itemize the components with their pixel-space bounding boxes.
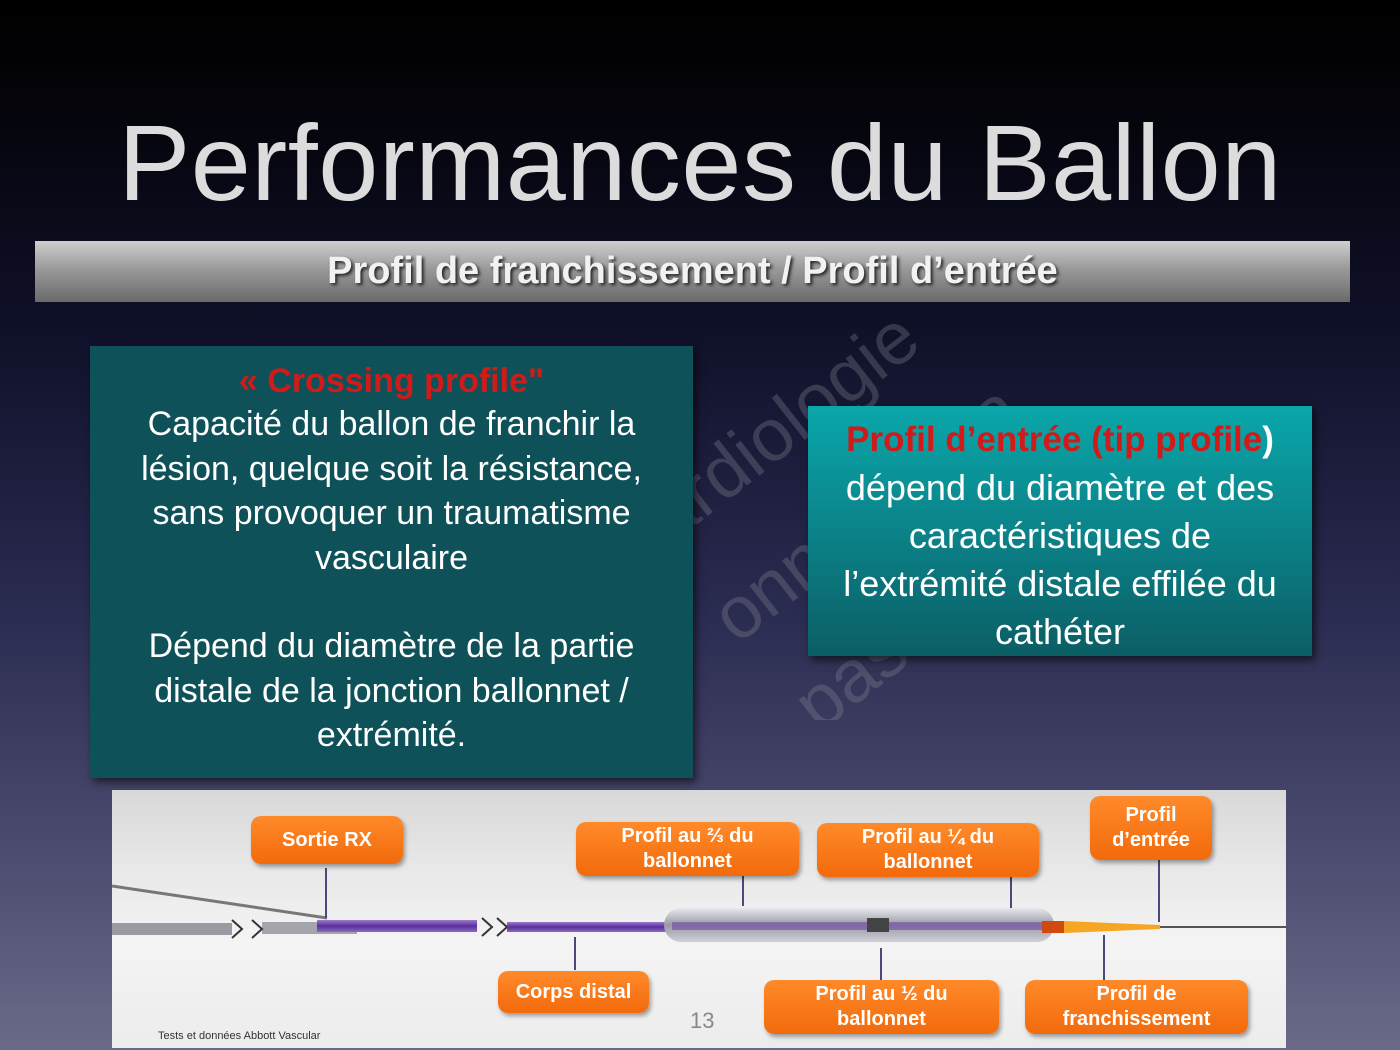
slide-title: Performances du Ballon — [118, 102, 1282, 223]
image-credit: Tests et données Abbott Vascular — [158, 1030, 321, 1042]
tip-line: l’extrémité distale effilée du — [843, 563, 1277, 604]
tip-line: cathéter — [994, 611, 1126, 652]
crossing-line: lésion, quelque soit la résistance, — [141, 449, 642, 488]
crossing-profile-box: « Crossing profile" Capacité du ballon d… — [90, 346, 693, 778]
banner-text: Profil de franchissement / Profil d’entr… — [327, 250, 1058, 292]
crossing-line: Capacité du ballon de franchir la — [147, 405, 636, 443]
crossing-line: Dépend du diamètre de la partie — [148, 627, 635, 665]
label-corps-distal: Corps distal — [498, 971, 649, 1013]
tip-line: caractéristiques de — [908, 515, 1212, 556]
subtitle-banner: Profil de franchissement / Profil d’entr… — [35, 241, 1350, 302]
tip-line: dépend du diamètre et des — [845, 467, 1275, 508]
crossing-line: distale de la jonction ballonnet / — [154, 671, 629, 710]
tip-profile-heading: Profil d’entrée (tip profile) — [846, 420, 1274, 459]
catheter-illustration — [112, 860, 1286, 980]
crossing-line: sans provoquer un traumatisme — [152, 494, 631, 532]
label-sortie-rx: Sortie RX — [251, 816, 403, 864]
page-number: 13 — [690, 1008, 715, 1033]
crossing-line: extrémité. — [316, 716, 467, 754]
tip-profile-box: Profil d’entrée (tip profile) dépend du … — [808, 406, 1312, 656]
crossing-line: vasculaire — [314, 538, 469, 577]
crossing-profile-heading: « Crossing profile" — [238, 362, 545, 400]
